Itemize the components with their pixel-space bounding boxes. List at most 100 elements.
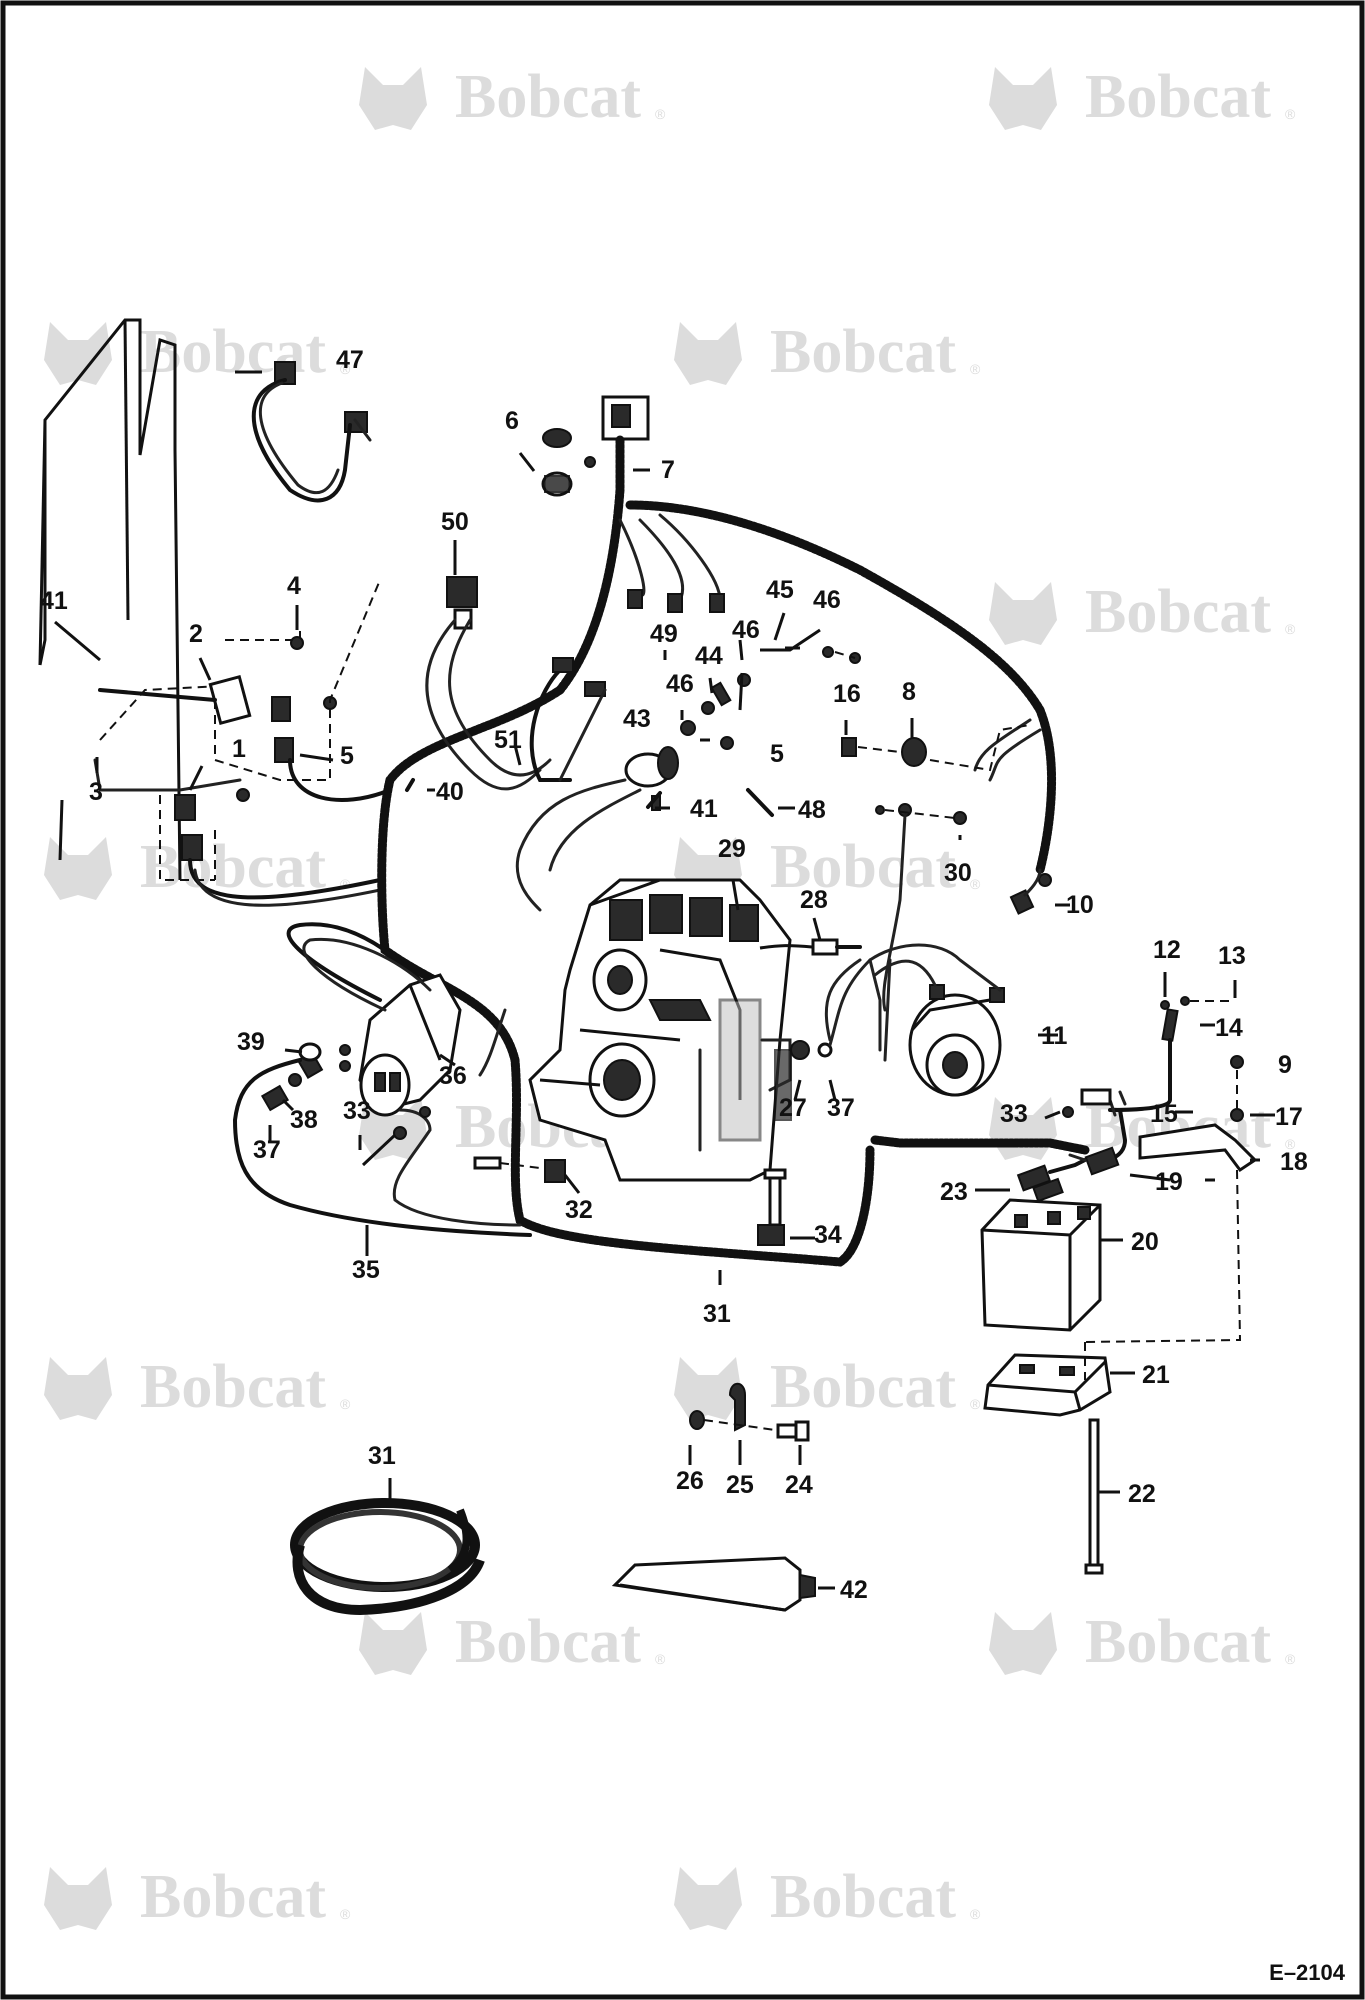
callout-26: 26 bbox=[676, 1467, 704, 1495]
callout-31b: 31 bbox=[368, 1442, 396, 1470]
battery-cable-35 bbox=[232, 1058, 532, 1237]
callout-47: 47 bbox=[336, 346, 364, 374]
battery-holddown-18 bbox=[1084, 1055, 1258, 1343]
callout-41: 41 bbox=[40, 587, 68, 615]
callout-43: 43 bbox=[623, 705, 651, 733]
callout-41b: 41 bbox=[690, 795, 718, 823]
rod-22 bbox=[1084, 1418, 1104, 1575]
callout-13: 13 bbox=[1218, 942, 1246, 970]
watermark-reg-mark: ® bbox=[970, 361, 981, 377]
plug-28 bbox=[759, 938, 862, 956]
bobcat-logo-icon bbox=[674, 1357, 742, 1420]
callout-15: 15 bbox=[1150, 1100, 1178, 1128]
bobcat-watermark: Bobcat ® bbox=[359, 1608, 666, 1676]
bolts-33 bbox=[361, 1106, 566, 1183]
watermark-brand-text: Bobcat bbox=[140, 318, 326, 386]
sender-27 bbox=[790, 958, 872, 1060]
battery-tray-21 bbox=[983, 1342, 1112, 1417]
bobcat-watermark: Bobcat® bbox=[989, 63, 1296, 131]
watermark-reg-mark: ® bbox=[340, 876, 351, 892]
watermark-reg-mark: ® bbox=[655, 1651, 666, 1667]
callout-40: 40 bbox=[436, 778, 464, 806]
callout-37b: 37 bbox=[827, 1094, 855, 1122]
callout-37: 37 bbox=[253, 1136, 281, 1164]
watermark-reg-mark: ® bbox=[1285, 1651, 1296, 1667]
switch-group-1 bbox=[159, 579, 392, 907]
bobcat-watermark: Bobcat® bbox=[674, 318, 981, 386]
bobcat-logo-icon bbox=[44, 1357, 112, 1420]
callout-28: 28 bbox=[800, 886, 828, 914]
callout-19: 19 bbox=[1155, 1168, 1183, 1196]
callout-34: 34 bbox=[814, 1221, 842, 1249]
callout-33: 33 bbox=[343, 1097, 371, 1125]
callout-4: 4 bbox=[287, 572, 301, 600]
callout-16: 16 bbox=[833, 680, 861, 708]
watermark-brand-text: Bobcat bbox=[455, 1608, 641, 1676]
watermark-reg-mark: ® bbox=[340, 1906, 351, 1922]
bobcat-watermark: Bobcat® bbox=[989, 578, 1296, 646]
battery-20 bbox=[980, 1198, 1102, 1332]
bobcat-logo-icon bbox=[989, 582, 1057, 645]
sender-10 bbox=[1009, 868, 1052, 915]
bobcat-watermark: Bobcat® bbox=[674, 1353, 981, 1421]
bobcat-watermark: Bobcat® bbox=[989, 1608, 1296, 1676]
bobcat-logo-icon bbox=[674, 1867, 742, 1930]
callout-labels: 1 2 3 4 5 5 6 7 8 9 10 11 12 13 14 15 16… bbox=[40, 346, 1308, 1604]
bobcat-watermark: Bobcat ® bbox=[44, 1353, 351, 1421]
connector-50-51 bbox=[425, 576, 607, 791]
callout-18: 18 bbox=[1280, 1148, 1308, 1176]
callout-38: 38 bbox=[290, 1106, 318, 1134]
callout-7: 7 bbox=[661, 456, 675, 484]
callout-14: 14 bbox=[1215, 1014, 1243, 1042]
callout-25: 25 bbox=[726, 1471, 754, 1499]
bobcat-watermark: Bobcat ® bbox=[44, 1863, 351, 1931]
clip-40 bbox=[405, 778, 415, 792]
watermark-reg-mark: ® bbox=[970, 1906, 981, 1922]
callout-3: 3 bbox=[89, 778, 103, 806]
watermark-brand-text: Bobcat bbox=[770, 833, 956, 901]
bobcat-logo-icon bbox=[359, 1612, 427, 1675]
watermark-brand-text: Bobcat bbox=[1085, 63, 1271, 131]
watermark-reg-mark: ® bbox=[655, 106, 666, 122]
bobcat-logo-icon bbox=[989, 1612, 1057, 1675]
watermark-reg-mark: ® bbox=[340, 361, 351, 377]
callout-42: 42 bbox=[840, 1576, 868, 1604]
bolt-34 bbox=[757, 1168, 787, 1246]
cab-panel bbox=[38, 318, 242, 881]
callout-30: 30 bbox=[944, 859, 972, 887]
clamp-24-26 bbox=[689, 1382, 810, 1442]
callout-8: 8 bbox=[902, 678, 916, 706]
bobcat-logo-icon bbox=[44, 322, 112, 385]
callout-leaders bbox=[54, 370, 1275, 1590]
callout-35: 35 bbox=[352, 1256, 380, 1284]
callout-10: 10 bbox=[1066, 891, 1094, 919]
figure-code: E–2104 bbox=[1269, 1960, 1346, 1985]
watermark-reg-mark: ® bbox=[340, 1396, 351, 1412]
callout-20: 20 bbox=[1131, 1228, 1159, 1256]
components bbox=[38, 318, 1258, 1616]
callout-33b: 33 bbox=[1000, 1100, 1028, 1128]
callout-21: 21 bbox=[1142, 1361, 1170, 1389]
bobcat-logo-icon bbox=[989, 67, 1057, 130]
watermark-brand-text: Bobcat bbox=[140, 1353, 326, 1421]
callout-45: 45 bbox=[766, 576, 794, 604]
bolt-41 bbox=[646, 791, 662, 809]
callout-24: 24 bbox=[785, 1471, 813, 1499]
wire-loom-31 bbox=[290, 1498, 485, 1616]
watermark-reg-mark: ® bbox=[970, 876, 981, 892]
callout-32: 32 bbox=[565, 1196, 593, 1224]
callout-22: 22 bbox=[1128, 1480, 1156, 1508]
bobcat-watermark: Bobcat® bbox=[674, 1863, 981, 1931]
bobcat-watermark: Bobcat ® bbox=[44, 318, 351, 386]
bobcat-logo-icon bbox=[359, 67, 427, 130]
watermark-brand-text: Bobcat bbox=[140, 1863, 326, 1931]
callout-17: 17 bbox=[1275, 1103, 1303, 1131]
bobcat-logo-icon bbox=[44, 837, 112, 900]
callout-46a: 46 bbox=[666, 670, 694, 698]
callout-31: 31 bbox=[703, 1300, 731, 1328]
callout-36: 36 bbox=[439, 1062, 467, 1090]
battery-cable-14 bbox=[1062, 996, 1235, 1167]
